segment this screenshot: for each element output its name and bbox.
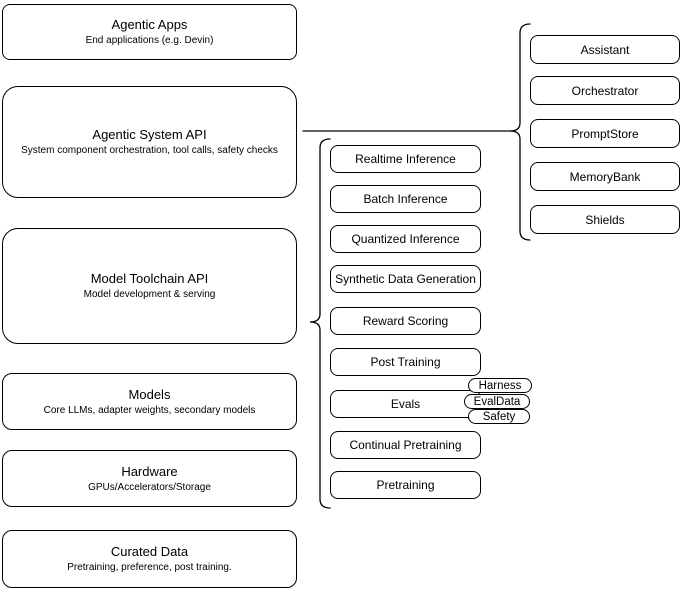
node-subtitle: System component orchestration, tool cal…	[21, 145, 278, 156]
component-promptstore: PromptStore	[530, 119, 680, 148]
node-title: Model Toolchain API	[90, 271, 209, 286]
toolchain-item-realtime-inference: Realtime Inference	[330, 145, 481, 173]
node-title: Models	[128, 386, 171, 402]
agentic-system-api-node: Agentic System API System component orch…	[2, 86, 297, 198]
toolchain-item-evals: Evals	[330, 390, 481, 418]
toolchain-bracket	[309, 138, 331, 509]
component-assistant: Assistant	[530, 35, 680, 64]
models-node: Models Core LLMs, adapter weights, secon…	[2, 373, 297, 430]
component-orchestrator: Orchestrator	[530, 76, 680, 105]
toolchain-item-post-training: Post Training	[330, 348, 481, 376]
node-title: Curated Data	[110, 544, 189, 559]
agentic-apps-node: Agentic Apps End applications (e.g. Devi…	[2, 4, 297, 60]
evals-tag-evaldata: EvalData	[464, 394, 530, 409]
component-memorybank: MemoryBank	[530, 162, 680, 191]
component-shields: Shields	[530, 205, 680, 234]
toolchain-item-batch-inference: Batch Inference	[330, 185, 481, 213]
node-subtitle: GPUs/Accelerators/Storage	[88, 481, 211, 493]
toolchain-item-quantized-inference: Quantized Inference	[330, 225, 481, 253]
toolchain-item-synthetic-data-generation: Synthetic Data Generation	[330, 265, 481, 293]
node-subtitle: Model development & serving	[83, 289, 216, 300]
toolchain-item-reward-scoring: Reward Scoring	[330, 307, 481, 335]
toolchain-item-pretraining: Pretraining	[330, 471, 481, 499]
node-title: Agentic Apps	[111, 17, 188, 32]
node-title: Hardware	[121, 463, 178, 479]
node-subtitle: End applications (e.g. Devin)	[85, 35, 214, 46]
node-title: Agentic System API	[92, 127, 207, 142]
evals-tag-harness: Harness	[468, 378, 532, 393]
node-subtitle: Core LLMs, adapter weights, secondary mo…	[43, 404, 256, 416]
curated-data-node: Curated Data Pretraining, preference, po…	[2, 530, 297, 588]
toolchain-item-continual-pretraining: Continual Pretraining	[330, 431, 481, 459]
hardware-node: Hardware GPUs/Accelerators/Storage	[2, 450, 297, 507]
components-bracket	[509, 23, 531, 241]
evals-tag-safety: Safety	[468, 409, 530, 424]
node-subtitle: Pretraining, preference, post training.	[67, 562, 232, 573]
model-toolchain-api-node: Model Toolchain API Model development & …	[2, 228, 297, 344]
